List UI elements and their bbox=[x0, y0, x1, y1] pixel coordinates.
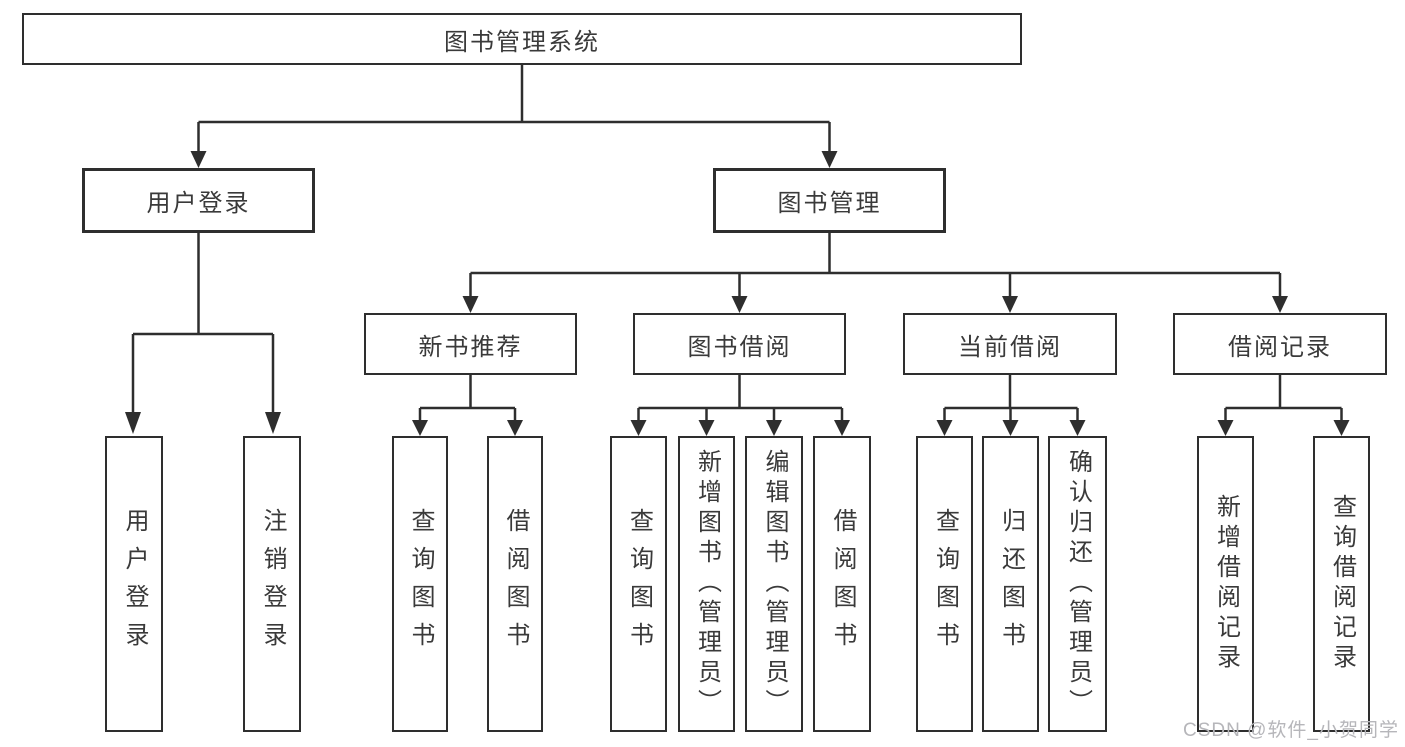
leaf-confirm-return-admin: 确认归还（管理员） bbox=[1048, 436, 1107, 732]
node-library-management-system-label: 图书管理系统 bbox=[444, 28, 600, 56]
leaf-query-books-recommend: 查询图书 bbox=[392, 436, 448, 732]
node-book-management: 图书管理 bbox=[713, 168, 946, 233]
leaf-add-borrow-record: 新增借阅记录 bbox=[1197, 436, 1254, 732]
node-new-book-recommendation-label: 新书推荐 bbox=[418, 333, 523, 361]
leaf-return-books: 归还图书 bbox=[982, 436, 1039, 732]
node-library-management-system: 图书管理系统 bbox=[22, 13, 1022, 65]
leaf-query-books-current-label: 查询图书 bbox=[931, 508, 959, 660]
leaf-edit-books-admin-label: 编辑图书（管理员） bbox=[761, 449, 788, 719]
node-user-login-label: 用户登录 bbox=[146, 190, 251, 217]
leaf-borrow-books-recommend-label: 借阅图书 bbox=[502, 508, 529, 660]
leaf-logout: 注销登录 bbox=[243, 436, 301, 732]
leaf-query-books-borrow: 查询图书 bbox=[610, 436, 667, 732]
leaf-borrow-books: 借阅图书 bbox=[813, 436, 871, 732]
leaf-logout-label: 注销登录 bbox=[259, 508, 286, 660]
leaf-query-borrow-record: 查询借阅记录 bbox=[1313, 436, 1370, 732]
leaf-borrow-books-label: 借阅图书 bbox=[829, 508, 856, 660]
node-borrowing-records-label: 借阅记录 bbox=[1228, 333, 1332, 361]
leaf-user-login: 用户登录 bbox=[105, 436, 163, 732]
leaf-add-books-admin: 新增图书（管理员） bbox=[678, 436, 735, 732]
node-new-book-recommendation: 新书推荐 bbox=[364, 313, 577, 375]
arrowheads bbox=[125, 151, 1350, 436]
leaf-query-books-current: 查询图书 bbox=[916, 436, 973, 732]
node-book-borrowing-label: 图书借阅 bbox=[687, 333, 792, 361]
node-current-borrowing-label: 当前借阅 bbox=[958, 333, 1062, 361]
leaf-edit-books-admin: 编辑图书（管理员） bbox=[745, 436, 803, 732]
leaf-query-borrow-record-label: 查询借阅记录 bbox=[1328, 494, 1356, 674]
leaf-add-books-admin-label: 新增图书（管理员） bbox=[693, 449, 721, 719]
node-book-borrowing: 图书借阅 bbox=[633, 313, 846, 375]
node-user-login: 用户登录 bbox=[82, 168, 315, 233]
leaf-return-books-label: 归还图书 bbox=[997, 508, 1025, 660]
leaf-add-borrow-record-label: 新增借阅记录 bbox=[1212, 494, 1240, 674]
node-borrowing-records: 借阅记录 bbox=[1173, 313, 1387, 375]
node-current-borrowing: 当前借阅 bbox=[903, 313, 1117, 375]
leaf-user-login-label: 用户登录 bbox=[121, 508, 148, 660]
leaf-query-books-borrow-label: 查询图书 bbox=[625, 508, 653, 660]
connector-paths bbox=[131, 65, 1343, 421]
node-book-management-label: 图书管理 bbox=[777, 190, 882, 217]
leaf-confirm-return-admin-label: 确认归还（管理员） bbox=[1064, 449, 1092, 719]
csdn-watermark: CSDN @软件_小贺同学 bbox=[1183, 720, 1399, 741]
leaf-borrow-books-recommend: 借阅图书 bbox=[487, 436, 543, 732]
leaf-query-books-recommend-label: 查询图书 bbox=[407, 508, 434, 660]
